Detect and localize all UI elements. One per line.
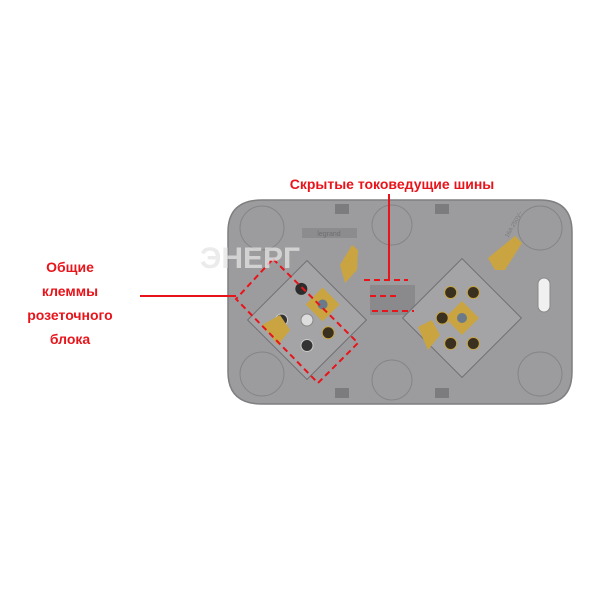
brass-contact [488,236,522,270]
label-line: блока [49,331,91,347]
label-line: Общие [46,259,94,275]
label-line: клеммы [41,283,99,299]
annotation-lines [140,194,414,385]
right-socket-block [401,257,523,379]
left-terminal-block [246,259,368,381]
label-line: розеточного [27,307,113,323]
terminal-dashed-outline [234,257,360,385]
watermark: ЭНЕРГ [200,242,300,275]
brass-contact [340,245,358,283]
common-terminals-label: Общие клеммы розеточного блока [10,255,130,351]
hidden-busbars-label: Скрытые токоведущие шины [289,176,495,192]
legrand-text: legrand [317,231,340,238]
brass-contact [418,320,440,350]
brass-contact [262,315,290,345]
legrand-marking [302,228,357,238]
